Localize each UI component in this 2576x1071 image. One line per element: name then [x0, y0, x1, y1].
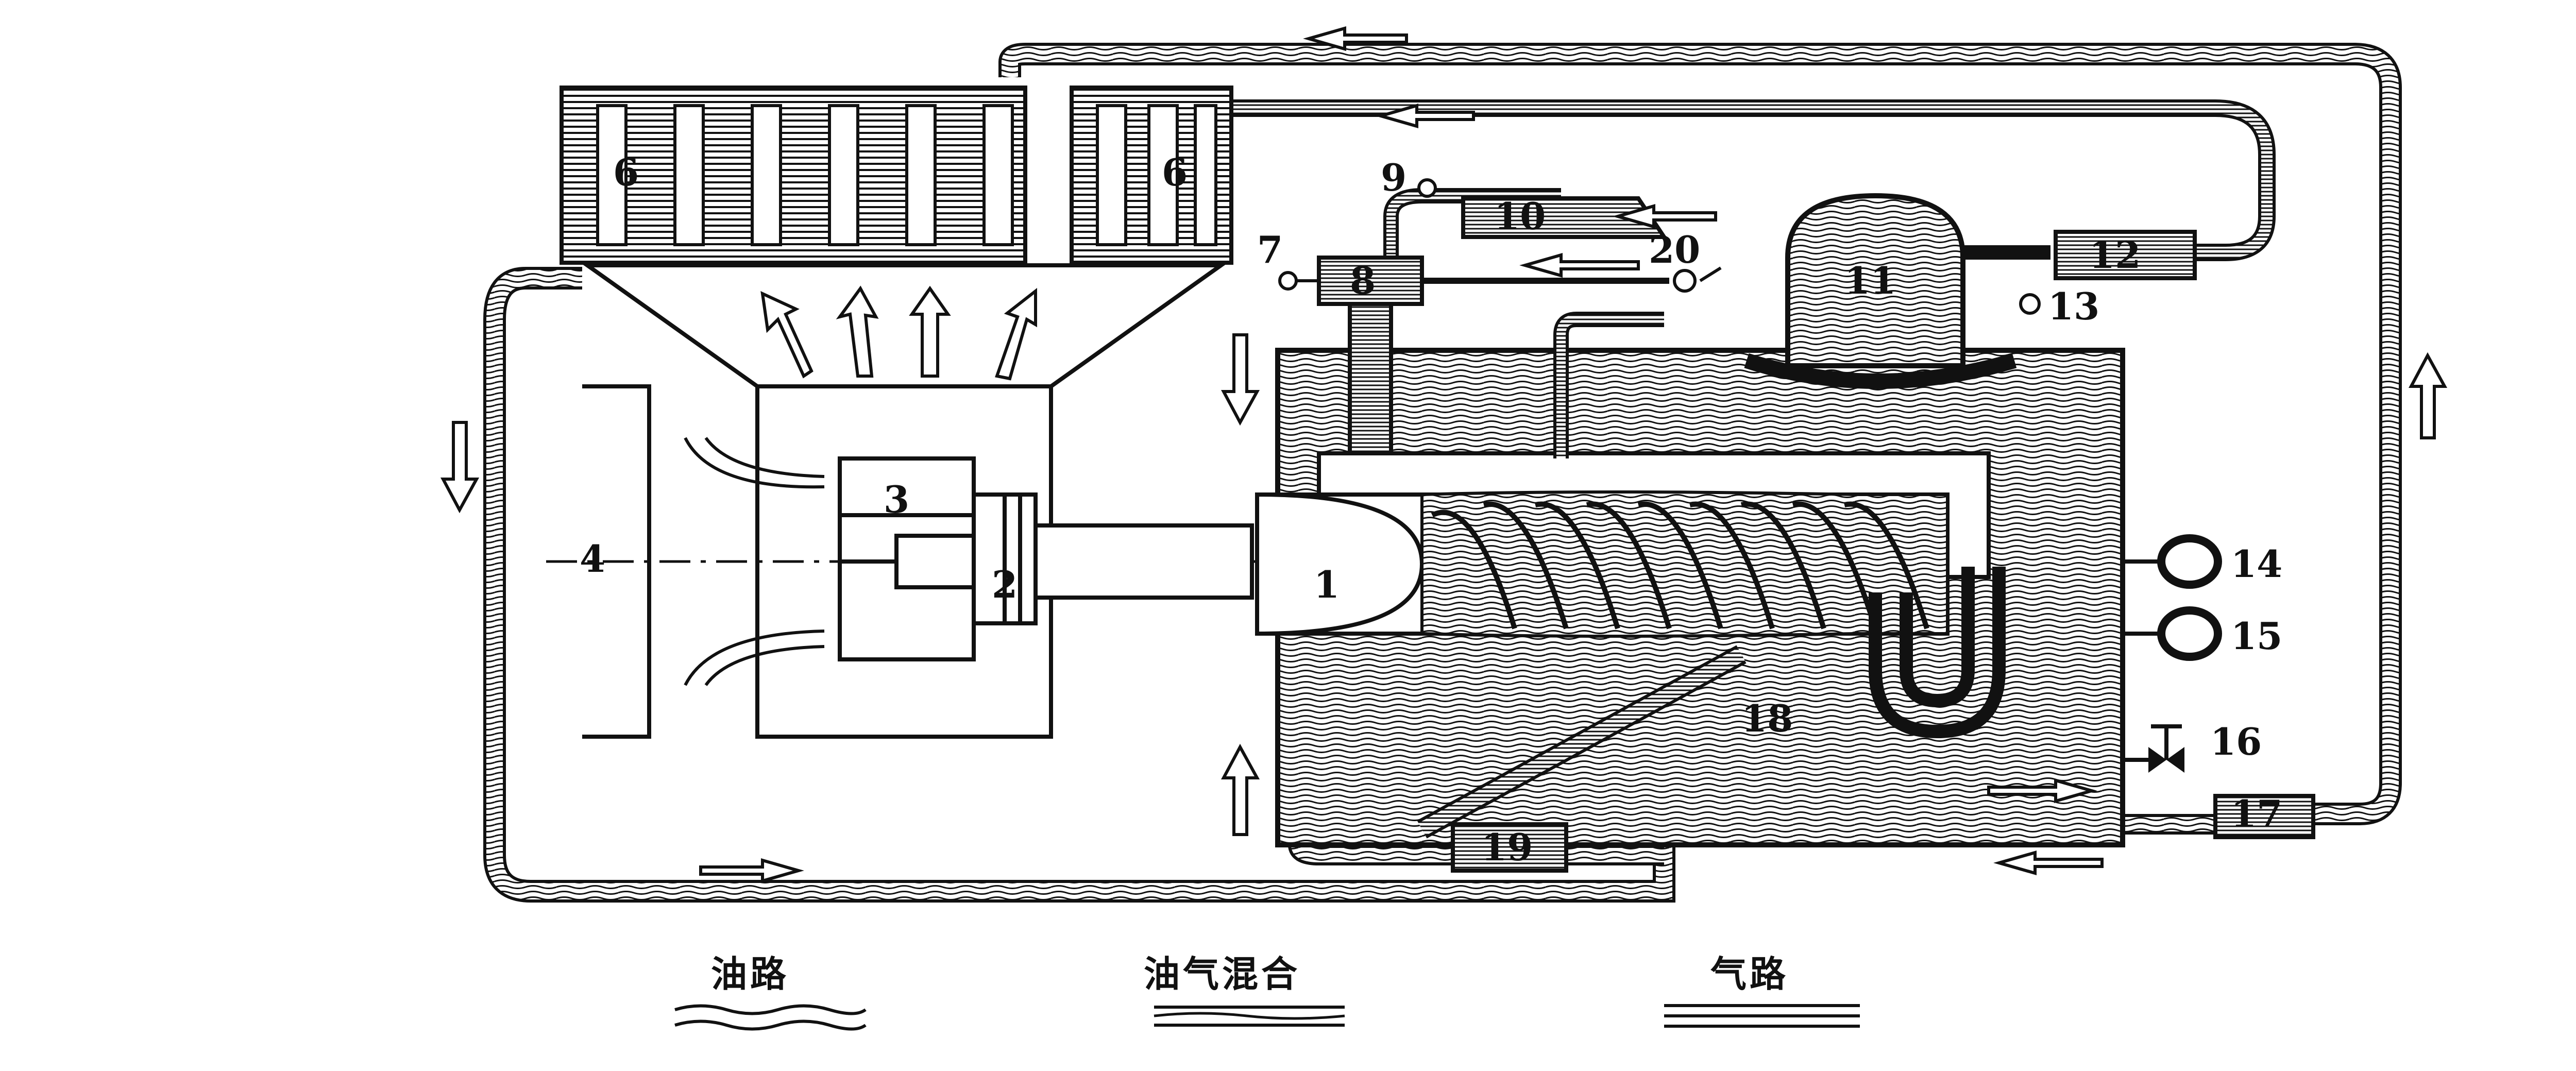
component-20 [1422, 266, 1722, 293]
legend-gas: 气路 [1664, 953, 1860, 1028]
component-labels: 1 2 3 4 6 6 7 8 9 10 11 12 13 14 15 16 1… [580, 150, 2282, 869]
component-12 [1963, 230, 2197, 280]
label-19: 19 [1481, 825, 1533, 869]
flow-arrows [440, 26, 2448, 883]
gauge-14 [2123, 534, 2222, 589]
label-6a: 6 [613, 150, 639, 194]
drive-shaft [1033, 523, 1254, 600]
component-19 [1451, 822, 1568, 873]
label-9: 9 [1381, 156, 1406, 199]
label-10: 10 [1494, 194, 1546, 238]
label-6b: 6 [1162, 150, 1188, 194]
legend: 油路 油气混合 气路 [674, 953, 1860, 1031]
label-16: 16 [2210, 720, 2262, 763]
label-3: 3 [884, 478, 909, 521]
component-10 [1383, 178, 1668, 278]
airflow-arrows [760, 285, 1037, 381]
legend-mixed-label: 油气混合 [1144, 953, 1300, 995]
label-11: 11 [1844, 259, 1896, 302]
label-15: 15 [2231, 614, 2282, 658]
label-14: 14 [2231, 542, 2282, 586]
label-8: 8 [1350, 259, 1376, 302]
legend-oil: 油路 [674, 953, 867, 1031]
label-20: 20 [1649, 228, 1700, 271]
label-7: 7 [1257, 228, 1283, 271]
gas-cooler [1070, 86, 1233, 265]
coupling [972, 492, 1038, 625]
legend-oil-label: 油路 [711, 953, 789, 995]
label-13: 13 [2048, 284, 2099, 328]
fine-separator [1744, 193, 2017, 389]
label-4: 4 [580, 537, 605, 581]
gauge-15 [2123, 606, 2222, 661]
legend-mixed: 油气混合 [1144, 953, 1345, 1027]
motor [838, 456, 976, 661]
component-13 [2019, 293, 2041, 315]
component-8 [1278, 256, 1424, 306]
motor-inflow-arrows [684, 437, 825, 686]
screw-rotor [1255, 490, 1950, 638]
label-1: 1 [1314, 563, 1340, 606]
label-2: 2 [992, 563, 1018, 606]
fan-hood [581, 263, 1228, 388]
label-12: 12 [2089, 233, 2141, 277]
legend-gas-label: 气路 [1710, 953, 1789, 995]
u-tube [1869, 567, 2006, 739]
oil-cooler [560, 86, 1027, 265]
drain-valve-16 [2123, 724, 2184, 773]
label-18: 18 [1741, 696, 1793, 740]
component-17 [2213, 794, 2315, 839]
gas-return-line [1231, 99, 2276, 261]
label-17: 17 [2231, 792, 2282, 836]
